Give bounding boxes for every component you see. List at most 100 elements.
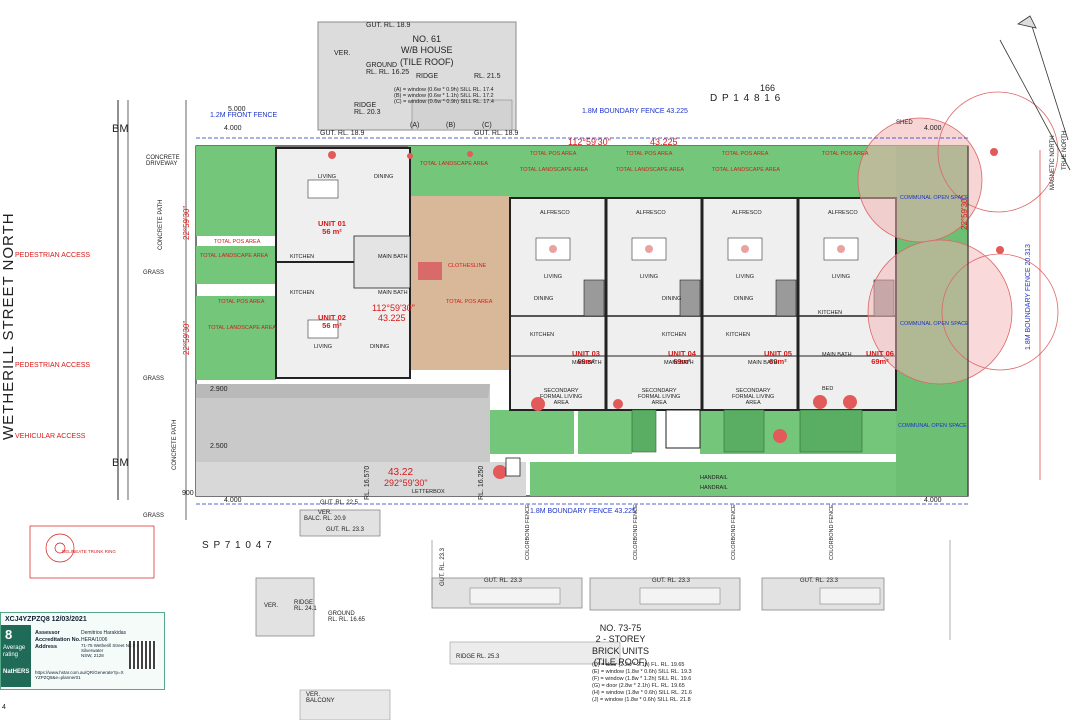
- dim-4000-bottom-right: 4.000: [924, 497, 942, 504]
- unit-04-label: UNIT 04 69m²: [668, 350, 696, 366]
- driveway: [196, 384, 490, 462]
- badge-id: XCJ4YZPZQ8 12/03/2021: [5, 616, 87, 623]
- bearing-south: 292°59'30": [384, 478, 428, 488]
- neighbour-south-line-4: (TILE ROOF): [593, 656, 648, 667]
- boundary-fence-east: 1.8M BOUNDARY FENCE 20.313: [1025, 244, 1032, 350]
- neighbour-north-ridge-left: RIDGE RL. 20.3: [354, 102, 381, 116]
- room-mainbath-u1: MAIN BATH: [378, 254, 408, 260]
- neighbour-north-window-b: (B) = window (0.6w * 1.1h) SILL RL. 17.2: [394, 93, 494, 99]
- dim-4000-top-right: 4.000: [924, 125, 942, 132]
- room-dining-u4: DINING: [662, 296, 682, 302]
- handrail-label-1: HANDRAIL: [700, 475, 728, 481]
- nathers-certificate-badge: XCJ4YZPZQ8 12/03/2021 8 Average rating N…: [0, 612, 165, 690]
- neighbour-south-window-h: (H) = window (1.8w * 0.6h) SILL RL. 21.6: [592, 690, 692, 696]
- tree-canopy-1: [857, 117, 983, 243]
- neighbour-north-line-3: (TILE ROOF): [400, 56, 454, 67]
- landscape-north-1: [408, 146, 510, 196]
- room-kitchen-u1: KITCHEN: [290, 254, 315, 260]
- landscape-north-u3: [510, 146, 606, 198]
- badge-nathers: NatHERS: [3, 669, 30, 675]
- neighbour-south-window-e: (E) = window (1.8w * 0.6h) SILL RL. 19.3: [592, 669, 692, 675]
- dim-2900: 2.900: [210, 386, 228, 393]
- magnetic-north-label: MAGNETIC NORTH: [1050, 135, 1056, 190]
- room-dining-u5: DINING: [734, 296, 754, 302]
- cos-label-2: COMMUNAL OPEN SPACE: [900, 321, 969, 327]
- letterbox-label: LETTERBOX: [412, 489, 445, 495]
- dim-2500: 2.500: [210, 443, 228, 450]
- bearing-mid: 112°59'30": [372, 303, 415, 313]
- badge-url[interactable]: https://www.hstar.com.au/QR/Generate?p=X…: [35, 670, 124, 680]
- room-dining-u3: DINING: [534, 296, 554, 302]
- pos-label-u3: TOTAL POS AREA: [530, 151, 577, 157]
- colorbond-fence-1: COLORBOND FENCE: [525, 504, 531, 560]
- landscape-front-south: [196, 296, 276, 380]
- neighbour-south-window-f: (F) = window (1.8w * 1.2h) SILL RL. 19.6: [592, 676, 692, 682]
- colorbond-fence-3: COLORBOND FENCE: [731, 504, 737, 560]
- landscape-south-strip: [530, 462, 896, 496]
- concrete-path-label-2: CONCRETE PATH: [172, 419, 178, 470]
- unit-06-name: UNIT 06: [866, 349, 894, 358]
- neighbour-north-window-a: (A) = window (0.6w * 0.9h) SILL RL. 17.4: [394, 87, 494, 93]
- badge-score: 8: [5, 627, 13, 642]
- bearing-west-top: 22°59'30": [182, 205, 191, 240]
- unit-03-name: UNIT 03: [572, 349, 600, 358]
- room-dining-u2: DINING: [370, 344, 390, 350]
- neighbour-north-title: NO. 61 W/B HOUSE (TILE ROOF): [400, 34, 454, 68]
- landscape-label-1: TOTAL LANDSCAPE AREA: [420, 161, 489, 167]
- unit-05-name: UNIT 05: [764, 349, 792, 358]
- grass-label-2: GRASS: [143, 376, 165, 382]
- bearing-north-length: 43.225: [650, 137, 678, 147]
- room-living-u6: LIVING: [832, 274, 851, 280]
- cos-label-1: COMMUNAL OPEN SPACE: [900, 195, 969, 201]
- shed-label: SHED: [896, 120, 913, 126]
- unit-04-area: 69m²: [673, 356, 691, 366]
- unit-05-area: 69m²: [769, 356, 787, 366]
- neighbour-sw-gut: GUT. RL. 23.3: [326, 527, 365, 533]
- room-kitchen-u6: KITCHEN: [818, 310, 843, 316]
- neighbour-north-ridge-val: RL. 21.5: [474, 73, 501, 80]
- front-fence-label: 1.2M FRONT FENCE: [210, 112, 278, 119]
- dim-4000-bottom-left: 4.000: [224, 497, 242, 504]
- unit-06-area: 69m²: [871, 356, 889, 366]
- room-living-u4: LIVING: [640, 274, 659, 280]
- badge-star-text: Average rating: [3, 645, 26, 658]
- neighbour-south-window-j: (J) = window (1.8w * 0.6h) SILL RL. 21.8: [592, 697, 691, 703]
- colorbond-fence-2: COLORBOND FENCE: [633, 504, 639, 560]
- benchmark-top: BM: [112, 123, 129, 135]
- landscape-north-u5: [702, 146, 798, 198]
- neighbour-north-c: (C): [482, 122, 492, 129]
- room-bed-u6: BED: [822, 386, 834, 392]
- landscape-north-u4: [606, 146, 702, 198]
- neighbour-sw-ver: VER.: [264, 603, 279, 609]
- neighbour-sw-gut-bottom: GUT. RL. 22.5: [320, 500, 359, 506]
- room-living-u1: LIVING: [318, 174, 337, 180]
- pedestrian-access-1: PEDESTRIAN ACCESS: [15, 252, 91, 259]
- cos-label-3: COMMUNAL OPEN SPACE: [898, 423, 967, 429]
- neighbour-south-gut-3: GUT. RL. 23.3: [800, 578, 839, 584]
- dim-5000: 5.000: [228, 106, 246, 113]
- room-kitchen-u5: KITCHEN: [726, 332, 751, 338]
- pos-label-tan: TOTAL POS AREA: [446, 299, 493, 305]
- qr-code-icon[interactable]: [129, 641, 157, 669]
- unit-02-name: UNIT 02: [318, 313, 346, 322]
- room-mainbath-u3: MAIN BATH: [572, 360, 602, 366]
- badge-star-panel: [1, 625, 31, 687]
- landscape-front-mid: [196, 246, 276, 284]
- unit-01-area: 56 m²: [322, 226, 342, 236]
- neighbour-south-gut-4: GUT. RL. 23.3: [440, 547, 446, 586]
- room-mainbath-u4: MAIN BATH: [664, 360, 694, 366]
- page-number: 4: [2, 704, 6, 711]
- neighbour-south-window-d: (D) = door (2.2w * 2.1h) FL. RL. 19.65: [592, 662, 685, 668]
- neighbour-north-ver: VER.: [334, 50, 351, 57]
- bearing-mid-length: 43.225: [378, 313, 406, 323]
- room-kitchen-u4: KITCHEN: [662, 332, 687, 338]
- badge-assessor-label: Assessor: [35, 630, 60, 636]
- north-arrow: [999, 15, 1071, 171]
- grass-label-1: GRASS: [143, 270, 165, 276]
- rl-top2-label: RL. 16.250: [478, 465, 485, 500]
- pedestrian-access-2: PEDESTRIAN ACCESS: [15, 362, 91, 369]
- unit-01-name: UNIT 01: [318, 219, 346, 228]
- room-secondary-u3: SECONDARY FORMAL LIVING AREA: [540, 388, 583, 407]
- landscape-label-3: TOTAL LANDSCAPE AREA: [208, 325, 277, 331]
- landscape-front-north: [196, 146, 276, 236]
